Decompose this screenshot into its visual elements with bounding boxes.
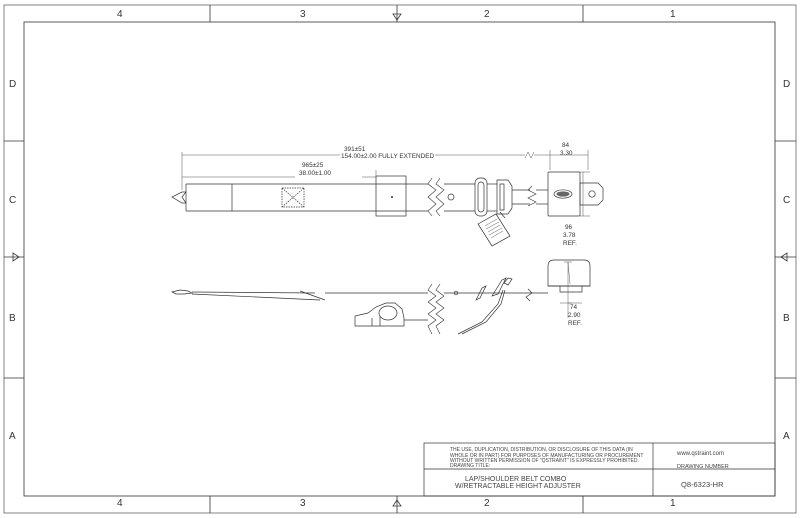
row-label-b: B (9, 313, 16, 324)
disclaimer-line-3: WITHOUT WRITTEN PERMISSION OF "QSTRAINT"… (450, 458, 639, 464)
dim-retractor-width-in: 3.30 (560, 150, 573, 157)
col-label-3: 3 (300, 9, 306, 20)
row-label-c: C (9, 195, 17, 206)
drawing-title-label: DRAWING TITLE: (450, 463, 491, 469)
side-view-belt (170, 259, 591, 335)
drawing-title-line-2: W/RETRACTABLE HEIGHT ADJUSTER (455, 483, 581, 490)
col-label-2: 2 (484, 9, 490, 20)
inner-frame (23, 21, 776, 497)
center-mark-right (780, 252, 788, 262)
row-label-b-right: B (783, 313, 790, 324)
row-label-a-right: A (783, 431, 790, 442)
dim-overall-mm: 391±51 (344, 146, 366, 153)
drawing-title-line-1: LAP/SHOULDER BELT COMBO (465, 476, 567, 483)
website-text: www.qstraint.com (677, 451, 725, 457)
center-mark-left (12, 252, 20, 262)
center-mark-top (392, 13, 402, 21)
center-mark-bottom (392, 499, 402, 507)
title-block-frame (423, 442, 776, 497)
drawing-number-label: DRAWING NUMBER (677, 464, 729, 470)
disclaimer-line-1: THE USE, DUPLICATION, DISTRIBUTION, OR D… (450, 447, 633, 453)
row-label-d: D (9, 79, 17, 90)
dim-retractor-width-mm: 84 (562, 142, 570, 149)
row-label-c-right: C (783, 195, 791, 206)
col-label-1-bottom: 1 (670, 498, 676, 509)
row-label-a: A (9, 431, 16, 442)
row-label-d-right: D (783, 79, 791, 90)
top-view-dimensions (181, 150, 590, 217)
col-label-3-bottom: 3 (300, 498, 306, 509)
dim-retractor-height-ref: REF. (563, 240, 577, 247)
col-label-2-bottom: 2 (484, 498, 490, 509)
drawing-number: Q8-6323-HR (681, 480, 724, 489)
outer-frame (3, 4, 797, 514)
dim-side-height-mm: 74 (570, 304, 578, 311)
dim-retractor-height-in: 3.78 (563, 232, 576, 239)
col-label-1: 1 (670, 9, 676, 20)
top-view-belt (171, 171, 604, 247)
dim-side-height-ref: REF. (568, 320, 582, 327)
disclaimer-line-2: WHOLE OR IN PART) FOR PURPOSES OF MANUFA… (450, 452, 644, 459)
dim-buckle-mm: 965±25 (302, 162, 324, 169)
side-view-dimensions (560, 261, 582, 318)
dim-overall-in: 154.00±2.00 FULLY EXTENDED (341, 153, 435, 160)
dim-side-height-in: 2.90 (568, 312, 581, 319)
col-label-4-bottom: 4 (117, 498, 123, 509)
dim-buckle-in: 38.00±1.00 (299, 170, 331, 177)
col-label-4: 4 (117, 9, 123, 20)
dim-retractor-height-mm: 96 (565, 224, 573, 231)
